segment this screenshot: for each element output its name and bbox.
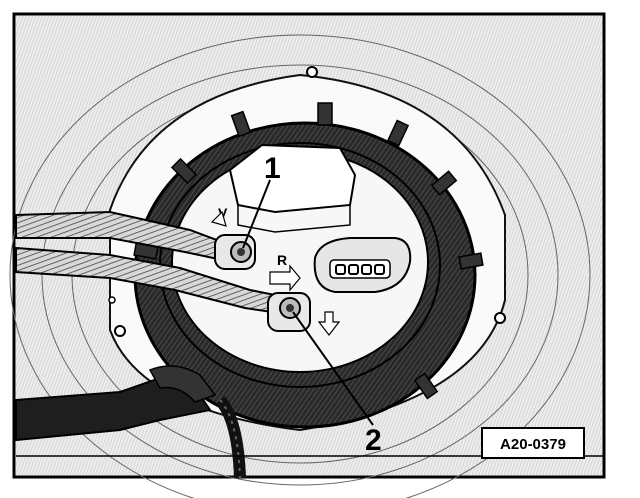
- flange-top-cap: [228, 143, 357, 214]
- return-port-letter: R: [277, 252, 287, 268]
- wiring-harness: [15, 365, 246, 479]
- flow-arrow-return: [269, 264, 301, 292]
- flow-arrow-supply: [210, 210, 227, 227]
- callout-2: 2: [365, 424, 382, 457]
- electrical-connector: [313, 237, 412, 293]
- callout-1: 1: [264, 152, 281, 185]
- mounting-hole-left-upper: [108, 296, 116, 304]
- flow-arrow-down: [317, 311, 341, 336]
- leader-line-1: [242, 179, 271, 249]
- supply-port-letter: V: [218, 205, 228, 221]
- mounting-hole-right: [494, 312, 506, 324]
- return-line-coupling: [267, 292, 311, 332]
- mounting-hole-top: [306, 66, 318, 78]
- mounting-hole-left: [114, 325, 126, 337]
- figure-code-box: A20-0379: [481, 427, 585, 459]
- flange-top-cap-edge: [237, 205, 351, 233]
- leader-line-2: [292, 311, 374, 426]
- figure-code-text: A20-0379: [500, 436, 566, 453]
- locking-ring-tabs: [133, 102, 484, 405]
- supply-line-coupling: [214, 234, 256, 270]
